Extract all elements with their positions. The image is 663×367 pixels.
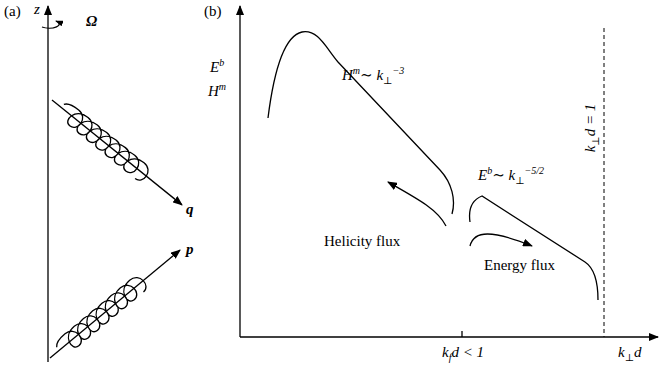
math-symbol: m — [353, 65, 360, 76]
math-symbol: d < 1 — [451, 344, 484, 360]
z-axis — [47, 6, 48, 362]
wave-vector-label: p — [186, 241, 194, 257]
math-symbol: −3 — [392, 65, 404, 76]
math-symbol: ⊥ — [590, 136, 601, 145]
dashed-limit-line — [604, 28, 605, 337]
math-symbol: H — [342, 67, 353, 83]
helix-coil — [53, 274, 148, 358]
math-label: k⊥d = 1 — [581, 104, 599, 153]
math-symbol: b — [487, 165, 492, 176]
math-label: q — [186, 200, 194, 218]
wave-vector-arrow — [50, 250, 180, 358]
helical-wave-p — [44, 243, 186, 365]
helicity-spectrum-curve — [268, 32, 454, 214]
math-label: kfd < 1 — [442, 343, 484, 361]
math-symbol: ∼ k — [360, 67, 383, 83]
energy-spectrum-curve — [470, 196, 599, 300]
math-symbol: b — [219, 57, 224, 68]
math-symbol: ⊥ — [625, 352, 634, 363]
wave-vector-arrow — [52, 100, 182, 205]
math-label: (a) — [4, 2, 21, 20]
math-symbol: H — [208, 83, 219, 99]
math-symbol: k — [618, 344, 625, 360]
math-label: (b) — [204, 2, 222, 20]
math-label: k⊥d — [618, 343, 642, 361]
math-symbol: ⊥ — [383, 75, 392, 86]
y-axis — [239, 6, 240, 337]
rotation-label: Ω — [86, 13, 97, 29]
axis-label: z — [34, 1, 40, 17]
panel-label: (b) — [204, 3, 222, 19]
helicity-flux-arrow — [388, 182, 446, 226]
math-label: Eb — [210, 58, 224, 76]
math-label: Eb∼ k⊥−5/2 — [478, 166, 544, 184]
math-symbol: ⊥ — [515, 175, 524, 186]
wave-vector-label: q — [186, 201, 194, 217]
helical-wave-q — [46, 93, 187, 212]
math-label: Helicity flux — [324, 232, 400, 250]
rotation-arrow — [42, 21, 59, 28]
math-symbol: d = 1 — [582, 104, 598, 137]
math-symbol: k — [442, 344, 449, 360]
math-symbol: f — [449, 352, 452, 363]
math-symbol: k — [582, 146, 598, 153]
math-label: z — [34, 0, 40, 18]
math-symbol: −5/2 — [525, 165, 545, 176]
math-symbol: E — [478, 167, 487, 183]
x-axis — [240, 336, 658, 337]
math-symbol: ∼ k — [492, 167, 515, 183]
helix-coil — [56, 101, 152, 184]
flux-label: Energy flux — [484, 257, 555, 273]
math-label: Hm∼ k⊥−3 — [342, 66, 404, 84]
math-label: Ω — [86, 12, 97, 30]
energy-flux-arrow — [470, 234, 532, 246]
math-symbol: m — [219, 81, 226, 92]
math-symbol: E — [210, 59, 219, 75]
math-label: p — [186, 240, 194, 258]
math-label: Energy flux — [484, 256, 555, 274]
tick-mark — [461, 331, 462, 337]
math-symbol: d — [634, 344, 642, 360]
panel-label: (a) — [4, 3, 21, 19]
math-label: Hm — [208, 82, 226, 100]
flux-label: Helicity flux — [324, 233, 400, 249]
